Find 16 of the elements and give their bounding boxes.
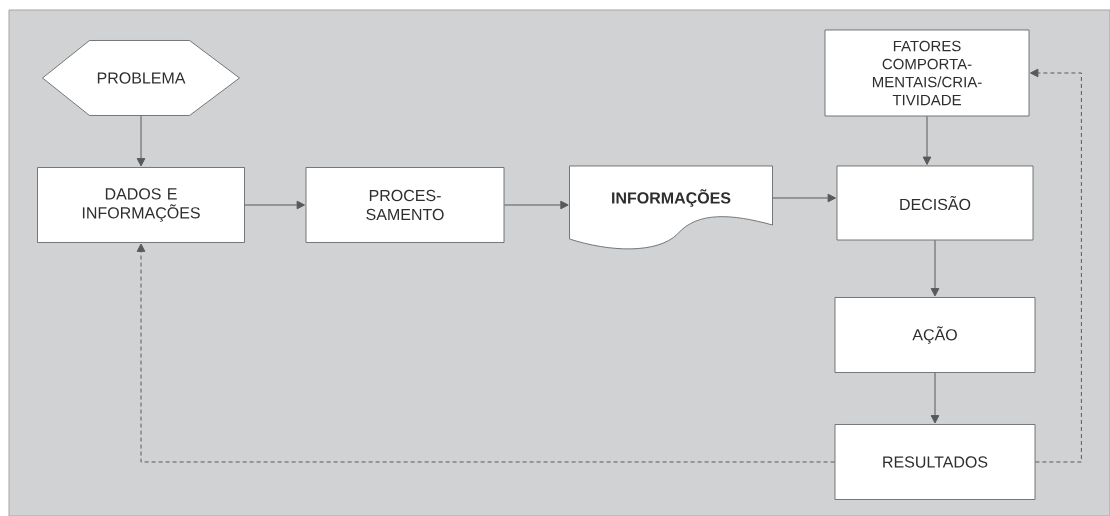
arrow: [244, 200, 305, 210]
process-box: PROCES- SAMENTO: [305, 167, 505, 243]
process-box: RESULTADOS: [834, 424, 1036, 500]
arrow: [930, 372, 940, 424]
arrow: [772, 193, 836, 203]
process-box: AÇÃO: [834, 297, 1036, 373]
arrow: [1030, 68, 1082, 463]
decision-box: DECISÃO: [836, 165, 1034, 241]
arrow: [930, 239, 940, 297]
problem-hexagon: PROBLEMA: [42, 40, 240, 116]
process-box: DADOS E INFORMAÇÕES: [37, 167, 245, 243]
process-box: FATORES COMPORTA- MENTAIS/CRIA- TIVIDADE: [824, 29, 1030, 117]
arrow: [136, 243, 836, 463]
arrow: [503, 200, 569, 210]
arrow: [136, 115, 146, 167]
arrow: [922, 115, 932, 165]
